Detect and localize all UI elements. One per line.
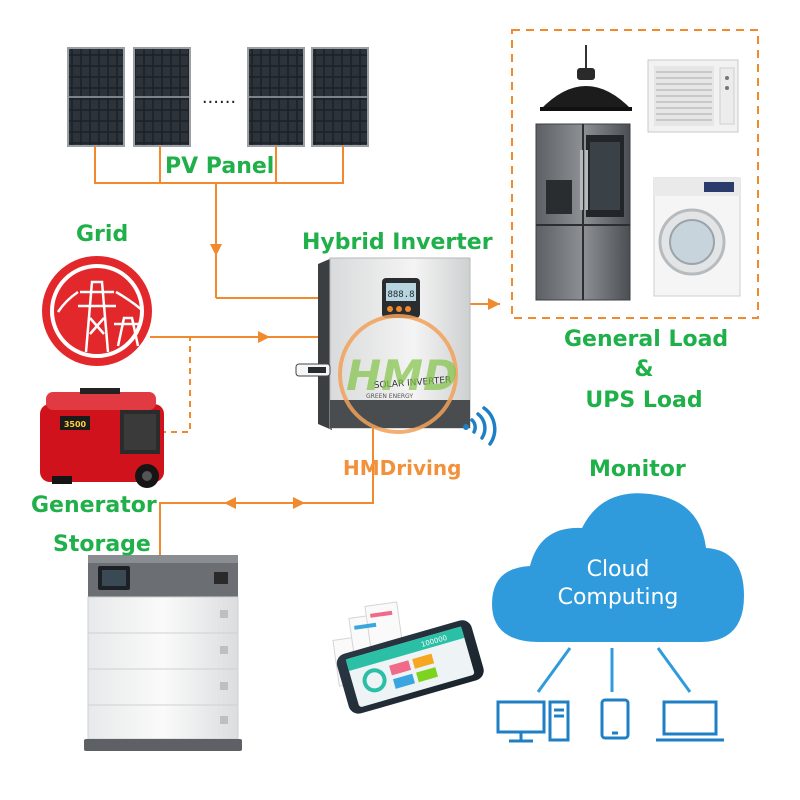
- storage-label: Storage: [53, 532, 151, 557]
- generator-label: Generator: [31, 493, 157, 518]
- arrow-right-icon: [488, 298, 500, 310]
- solar-panel-array: ......: [67, 47, 369, 147]
- battery-storage: [84, 555, 242, 751]
- arrow-right-icon: [293, 497, 305, 509]
- hmd-watermark-logo: HMD: [338, 314, 458, 434]
- cloud-computing: Cloud Computing: [492, 493, 744, 642]
- smartphone: 100000: [336, 620, 484, 714]
- flow-lines: [94, 146, 500, 555]
- cloud-links: [536, 647, 692, 693]
- refrigerator: [535, 123, 631, 301]
- arrow-left-icon: [224, 497, 236, 509]
- air-conditioner: [647, 59, 739, 133]
- hmd-logo-text: HMD: [346, 351, 458, 400]
- inverter-sublabel: GREEN ENERGY: [366, 393, 413, 400]
- power-pylon-icon: [42, 256, 152, 366]
- cloud-line-1: Cloud: [587, 557, 650, 582]
- arrow-right-icon: [258, 331, 270, 343]
- pendant-lamp: [540, 45, 632, 111]
- laptop-icon: [656, 700, 724, 742]
- inverter-display: 888.8: [387, 290, 414, 300]
- ampersand-label: &: [634, 357, 654, 382]
- washing-machine: [653, 177, 741, 297]
- pv-panel-label: PV Panel: [165, 154, 275, 179]
- desktop-computer-icon: [496, 700, 570, 743]
- load-group-box: [511, 29, 759, 319]
- arrow-down-icon: [210, 244, 222, 256]
- general-load-label: General Load: [564, 327, 729, 352]
- hmdriving-watermark: HMDriving: [343, 456, 462, 480]
- monitor-label: Monitor: [589, 457, 686, 482]
- panel-ellipsis: ......: [202, 87, 236, 108]
- cloud-line-2: Computing: [558, 585, 679, 610]
- generator: 3500: [40, 388, 164, 488]
- flow-arrows: [210, 244, 500, 509]
- ups-load-label: UPS Load: [585, 388, 703, 413]
- wifi-signal-icon: [463, 406, 497, 446]
- tablet-icon: [600, 698, 630, 740]
- hybrid-inverter: 888.8 SOLAR INVERTER GREEN ENERGY: [295, 257, 471, 430]
- grid-label: Grid: [76, 222, 129, 247]
- generator-badge: 3500: [64, 420, 87, 429]
- hybrid-inverter-label: Hybrid Inverter: [302, 230, 493, 255]
